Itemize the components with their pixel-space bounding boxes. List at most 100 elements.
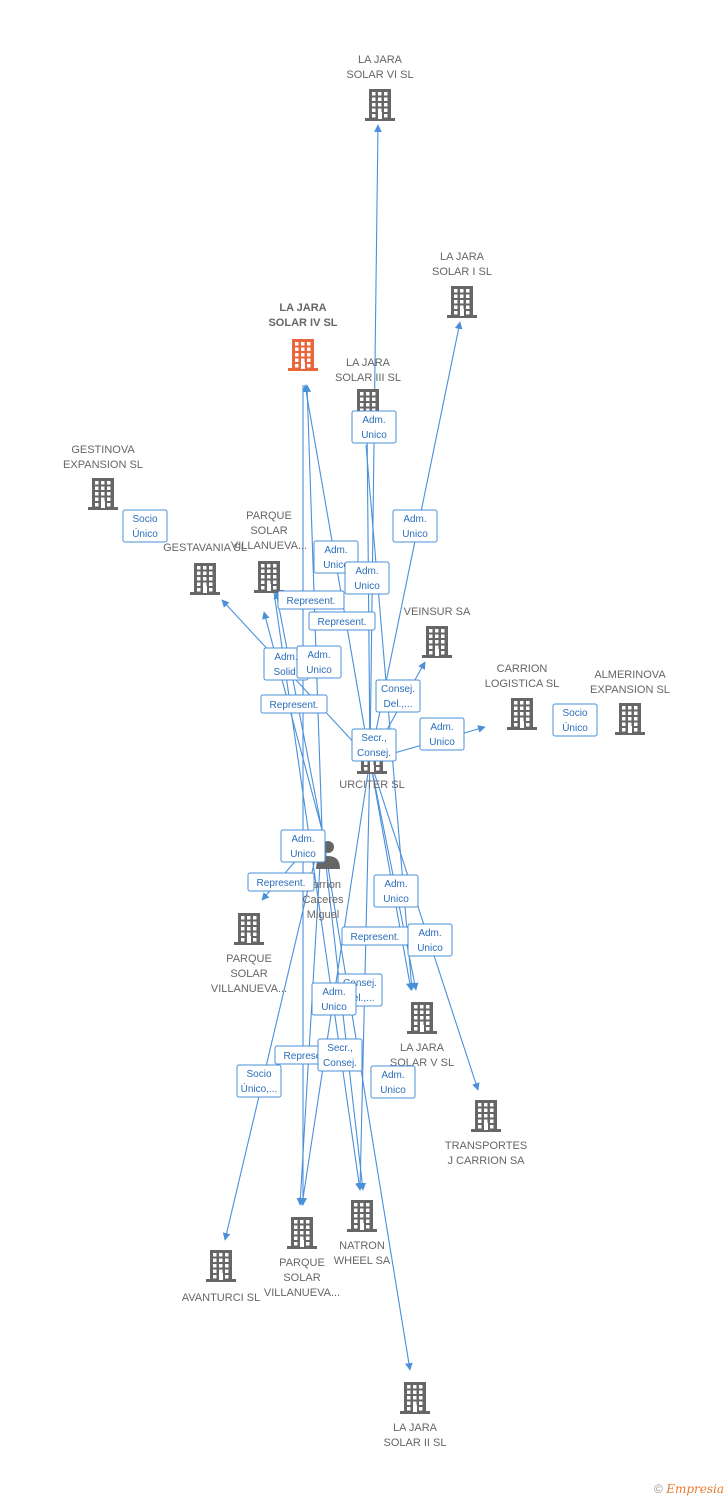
edge-label[interactable]: Secr., Consej. — [317, 1038, 363, 1072]
edge-label-text: Adm. — [403, 514, 426, 525]
company-label[interactable]: J CARRION SA — [447, 1155, 525, 1167]
edge-label[interactable]: Represent. — [247, 872, 315, 892]
edge-label-text: Consej. — [323, 1058, 357, 1069]
edge-label-text: Adm. — [430, 722, 453, 733]
edge-label-text: Represent. — [270, 700, 319, 711]
edge-label[interactable]: Adm.Unico — [344, 561, 390, 595]
company-label[interactable]: NATRON — [339, 1240, 385, 1252]
company-label[interactable]: LA JARA — [279, 302, 326, 314]
company-node-parque2[interactable]: PARQUE SOLAR VILLANUEVA... — [211, 913, 287, 995]
company-label[interactable]: SOLAR — [250, 525, 287, 537]
edge-label-text: Represent. — [284, 1051, 333, 1062]
company-label[interactable]: VILLANUEVA... — [211, 983, 287, 995]
company-node-natron[interactable]: NATRON WHEEL SA — [334, 1200, 391, 1267]
company-label[interactable]: VILLANUEVA... — [264, 1287, 340, 1299]
edge-label[interactable]: Adm.Unico — [373, 874, 419, 908]
company-label[interactable]: EXPANSION SL — [63, 459, 143, 471]
company-label[interactable]: LOGISTICA SL — [485, 678, 560, 690]
company-node-avanturci[interactable]: AVANTURCI SL — [182, 1250, 260, 1304]
company-node-parque3[interactable]: PARQUE SOLAR VILLANUEVA... — [264, 1217, 340, 1299]
company-label[interactable]: EXPANSION SL — [590, 684, 670, 696]
edge-label[interactable]: Adm. Unico — [351, 410, 397, 444]
company-label[interactable]: PARQUE — [226, 953, 272, 965]
company-node-iv[interactable]: LA JARA SOLAR IV SL — [268, 302, 338, 371]
company-label[interactable]: LA JARA — [358, 54, 403, 66]
building-icon — [447, 286, 477, 318]
company-label[interactable]: LA JARA — [346, 357, 391, 369]
edge-label[interactable]: Represent. — [260, 694, 328, 714]
edge-label[interactable]: Adm.Unico — [407, 923, 453, 957]
company-node-parque1[interactable]: PARQUE SOLAR VILLANUEVA... — [231, 510, 307, 593]
edge-label-text: Represent. — [351, 932, 400, 943]
edge-label-text: Represent. — [257, 878, 306, 889]
edge-label-text: Adm. — [322, 987, 345, 998]
company-label[interactable]: LA JARA — [393, 1422, 438, 1434]
edge-label[interactable]: Adm.Unico — [419, 717, 465, 751]
edge-label[interactable]: Consej.Del.,... — [375, 679, 421, 713]
company-node-ii[interactable]: LA JARA SOLAR II SL — [384, 1382, 447, 1449]
edge-label[interactable]: Adm.Unico — [311, 982, 357, 1016]
edge-label-text: Adm. — [362, 415, 385, 426]
company-node-almerinova[interactable]: ALMERINOVA EXPANSION SL — [590, 669, 670, 735]
company-label[interactable]: AVANTURCI SL — [182, 1292, 260, 1304]
edge-labels-layer: Adm.UnicoSocioÚnicoAdm.UnicoAdm.UnicoAdm… — [122, 410, 598, 1099]
edge-label-text: Socio — [246, 1069, 271, 1080]
edge-label-text: Adm. — [324, 545, 347, 556]
person-label[interactable]: Caceres — [303, 894, 344, 906]
edge-label-text: Único — [132, 527, 158, 540]
company-label[interactable]: SOLAR — [230, 968, 267, 980]
company-label[interactable]: SOLAR I SL — [432, 266, 492, 278]
edge-label[interactable]: Adm.Unico — [370, 1065, 416, 1099]
edge-label-text: Secr., — [327, 1043, 353, 1054]
edge-label[interactable]: Represent. — [308, 611, 376, 631]
company-label[interactable]: GESTINOVA — [71, 444, 135, 456]
company-label[interactable]: CARRION — [497, 663, 548, 675]
edge-label-text: Consej. — [357, 748, 391, 759]
company-label[interactable]: VEINSUR SA — [404, 606, 471, 618]
company-node-vi[interactable]: LA JARA SOLAR VI SL — [346, 54, 414, 121]
company-label[interactable]: PARQUE — [246, 510, 292, 522]
edge-label-text: Solid. — [273, 667, 298, 678]
edge-label[interactable]: Adm. Unico — [392, 509, 438, 543]
company-label[interactable]: SOLAR IV SL — [268, 317, 337, 329]
company-node-gestinova[interactable]: GESTINOVA EXPANSION SL — [63, 444, 143, 510]
company-label[interactable]: GESTAVANIA SL — [163, 542, 247, 554]
company-label[interactable]: ALMERINOVA — [594, 669, 666, 681]
company-label[interactable]: SOLAR VI SL — [346, 69, 413, 81]
company-label[interactable]: LA JARA — [400, 1042, 445, 1054]
edge-label-text: Unico — [323, 560, 349, 571]
footer: © Empresia — [654, 1482, 724, 1496]
company-label[interactable]: PARQUE — [279, 1257, 325, 1269]
company-label[interactable]: URCITER SL — [339, 779, 404, 791]
edge-label-text: Consej. — [381, 684, 415, 695]
company-node-gestavania[interactable]: GESTAVANIA SL — [163, 542, 247, 595]
company-label[interactable]: WHEEL SA — [334, 1255, 391, 1267]
building-icon — [287, 1217, 317, 1249]
edge-label[interactable]: Represent. — [277, 590, 345, 610]
edge-label-text: Unico — [383, 894, 409, 905]
edge-label-text: Unico — [361, 430, 387, 441]
company-node-carrion[interactable]: CARRION LOGISTICA SL — [485, 663, 560, 730]
company-node-veinsur[interactable]: VEINSUR SA — [404, 606, 471, 658]
company-label[interactable]: SOLAR — [283, 1272, 320, 1284]
company-label[interactable]: TRANSPORTES — [445, 1140, 527, 1152]
company-label[interactable]: LA JARA — [440, 251, 485, 263]
person-label[interactable]: Miguel — [307, 909, 339, 921]
edge-label[interactable]: Represent. — [341, 926, 409, 946]
company-label[interactable]: SOLAR III SL — [335, 372, 401, 384]
edge-label[interactable]: SocioÚnico,... — [236, 1064, 282, 1098]
brand-logo[interactable]: Empresia — [666, 1482, 724, 1496]
company-node-i[interactable]: LA JARA SOLAR I SL — [432, 251, 492, 318]
edge-label-text: Unico — [402, 529, 428, 540]
company-label[interactable]: SOLAR II SL — [384, 1437, 447, 1449]
company-node-transportes[interactable]: TRANSPORTES J CARRION SA — [445, 1100, 527, 1167]
edge-label[interactable]: Secr.,Consej. — [351, 728, 397, 762]
edge-label[interactable]: Adm.Unico — [280, 829, 326, 863]
company-label[interactable]: VILLANUEVA... — [231, 540, 307, 552]
edge-label[interactable]: Adm.Unico — [296, 645, 342, 679]
